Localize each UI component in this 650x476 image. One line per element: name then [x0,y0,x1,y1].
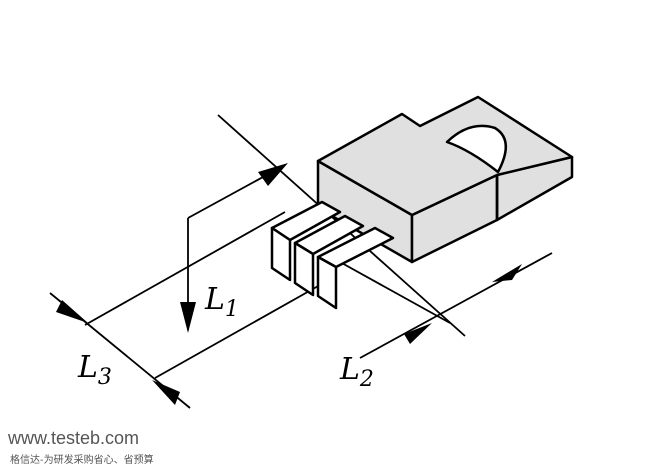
dimension-label-l3: L3 [78,350,112,390]
dimension-label-l1: L1 [205,282,239,322]
arrowheads [56,163,522,405]
leads [270,200,395,310]
watermark-tagline: 格信达-为研发采购省心、省预算 [10,455,154,466]
package-body [316,95,574,264]
dimension-label-l2: L2 [340,352,374,392]
watermark-url: www.testeb.com [8,428,140,448]
